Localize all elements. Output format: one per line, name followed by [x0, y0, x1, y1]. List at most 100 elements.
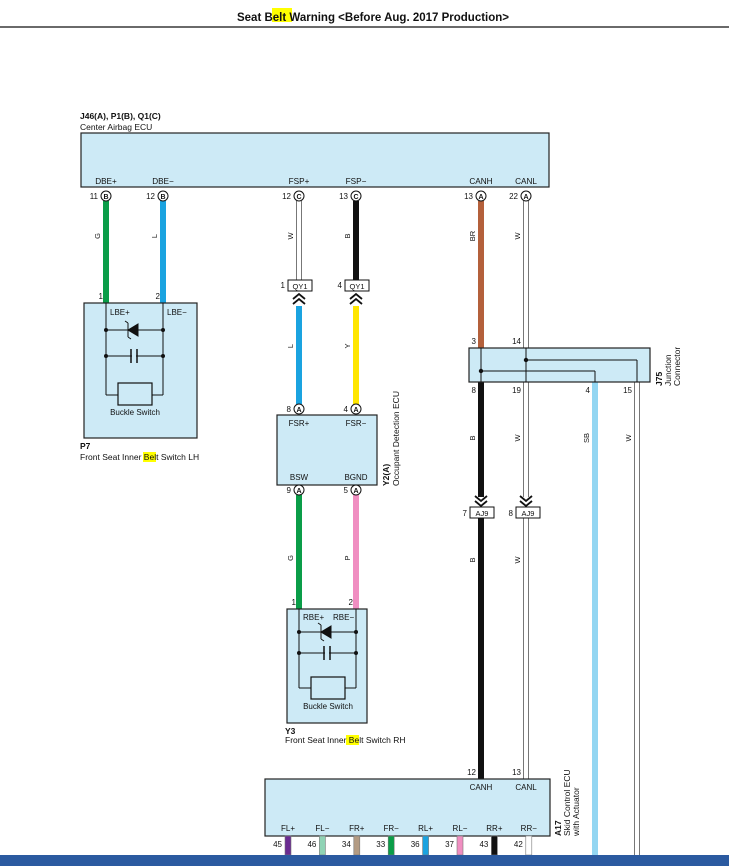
switch-rh-cap-mask: [325, 646, 329, 660]
skid-top-pin-label: CANH: [470, 783, 493, 792]
wire-code: W: [286, 232, 295, 240]
wire-code: G: [286, 555, 295, 561]
skid-ecu-name-line2: with Actuator: [571, 787, 581, 837]
skid-ecu: 12 13 CANH CANL FL+45FL−46FR+34FR−33RL+3…: [264, 768, 581, 856]
switch-lh-pin2-label: LBE−: [167, 308, 187, 317]
qy1-pin-a: 1: [281, 281, 286, 290]
skid-top-pin-label: CANL: [515, 783, 537, 792]
wire-code: W: [513, 556, 522, 564]
j75-bottom-pin: 19: [512, 386, 521, 395]
j75-dots: [478, 357, 529, 374]
skid-top-pin-num: 12: [467, 768, 476, 777]
connector-qy1: 1 QY1 4 QY1: [281, 279, 370, 305]
switch-rh-pin1: 1: [292, 598, 297, 607]
wire-code: B: [468, 557, 477, 562]
switch-lh-inner-label: Buckle Switch: [110, 408, 160, 417]
switch-lh-box: [83, 302, 198, 439]
skid-bottom-wire-stub: [387, 835, 395, 856]
occupant-pin-num: 4: [344, 405, 349, 414]
airbag-pin-label: DBE−: [152, 177, 174, 186]
switch-lh-name-pre: Front Seat Inner: [80, 452, 144, 462]
switch-rh-dots: [297, 630, 358, 655]
wire-code: B: [343, 233, 352, 238]
j75-name-line1: Junction: [663, 354, 673, 386]
switch-lh-circuit: [105, 303, 164, 406]
airbag-pin-conn: C: [296, 194, 301, 201]
wire-code: B: [468, 435, 477, 440]
occupant-pin-label: FSR+: [289, 419, 310, 428]
switch-lh-dots: [104, 328, 165, 358]
wire-code: Y: [343, 343, 352, 348]
wire-code: W: [513, 232, 522, 240]
skid-bottom-wire-stub: [284, 835, 292, 856]
wire-code: W: [513, 434, 522, 442]
skid-bottom-pin-label: RL−: [453, 824, 468, 833]
airbag-ecu-designator: J46(A), P1(B), Q1(C): [80, 111, 161, 121]
qy1-box-b: [344, 279, 370, 292]
skid-bottom-wire-stub: [491, 835, 498, 856]
airbag-pin-circle: [157, 190, 169, 202]
skid-bottom-pin-label: RR−: [521, 824, 538, 833]
airbag-pin-conn: A: [523, 194, 528, 201]
switch-rh-highlight: [346, 735, 359, 745]
page-title: Seat Belt Warning <Before Aug. 2017 Prod…: [237, 12, 509, 24]
airbag-pin-label: CANL: [515, 177, 537, 186]
wire-code: SB: [582, 433, 591, 443]
skid-bottom-wire-stub: [525, 835, 533, 856]
skid-bottom-pin-num: 33: [376, 840, 385, 849]
occupant-pin-conn: A: [353, 488, 358, 495]
switch-lh-name-post: Switch LH: [158, 452, 199, 462]
aj9-chevron-icon: [474, 495, 488, 508]
j75-designator: J75: [654, 372, 664, 386]
occupant-ecu-designator: Y2(A): [381, 464, 391, 486]
wire-code: W: [624, 434, 633, 442]
aj9-box-a: [469, 506, 495, 519]
occupant-pin-conn: A: [296, 488, 301, 495]
aj9-chevron-icon: [519, 495, 533, 508]
j75-bottom-pin: 4: [586, 386, 591, 395]
wire-code: L: [150, 234, 159, 238]
skid-bottom-pin-label: RR+: [486, 824, 503, 833]
occupant-pin-label: BSW: [290, 473, 309, 482]
switch-lh-pin1: 1: [99, 292, 104, 301]
switch-rh-pin2-label: RBE−: [333, 613, 354, 622]
airbag-pin-circle: [100, 190, 112, 202]
j75-top-pin: 14: [512, 337, 521, 346]
switch-rh-pin1-label: RBE+: [303, 613, 324, 622]
switch-lh-designator: P7: [80, 441, 91, 451]
skid-bottom-pin-num: 42: [514, 840, 523, 849]
title-highlight-box: [272, 8, 292, 22]
occupant-pin-conn: A: [353, 407, 358, 414]
skid-bottom-pin-label: FL+: [281, 824, 295, 833]
occupant-pin-num: 5: [344, 486, 349, 495]
occupant-pin-circle: [293, 403, 305, 415]
occupant-pin-circle: [350, 403, 362, 415]
j75-top-pin: 3: [472, 337, 477, 346]
wires: [103, 201, 640, 866]
airbag-pin-circle: [293, 190, 305, 202]
switch-lh-pin1-label: LBE+: [110, 308, 130, 317]
airbag-pin-label: FSP−: [346, 177, 367, 186]
skid-ecu-designator: A17: [553, 820, 563, 836]
airbag-pin-conn: B: [160, 194, 165, 201]
switch-lh-name: Front Seat Inner Belt Switch LH: [80, 452, 199, 462]
switch-rh: 1 2 RBE+ RBE− Buckle Switch Y3 Front: [285, 598, 406, 745]
switch-lh-name-highlight: Belt: [144, 452, 159, 462]
switch-rh-name-highlight: Belt: [349, 735, 364, 745]
airbag-pin-conn: C: [353, 194, 358, 201]
skid-bottom-pin-label: FR+: [349, 824, 365, 833]
wire-code: L: [286, 344, 295, 348]
airbag-pin-num: 13: [339, 192, 348, 201]
airbag-pin-label: FSP+: [289, 177, 310, 186]
airbag-ecu-box: [80, 132, 550, 188]
switch-lh: 1 2 LBE+ LBE− Buckle Switch P7: [80, 292, 199, 462]
occupant-ecu: A 8 A 4 FSR+ FSR− BSW BGND A 9 A 5 Y2(A)…: [276, 391, 401, 496]
airbag-pin-label: CANH: [469, 177, 492, 186]
qy1-label-b: QY1: [349, 282, 364, 291]
bottom-bar: [0, 855, 729, 866]
switch-lh-highlight: [143, 452, 156, 462]
airbag-ecu-name: Center Airbag ECU: [80, 122, 152, 132]
qy1-box-a: [287, 279, 313, 292]
occupant-ecu-name: Occupant Detection ECU: [391, 391, 401, 486]
